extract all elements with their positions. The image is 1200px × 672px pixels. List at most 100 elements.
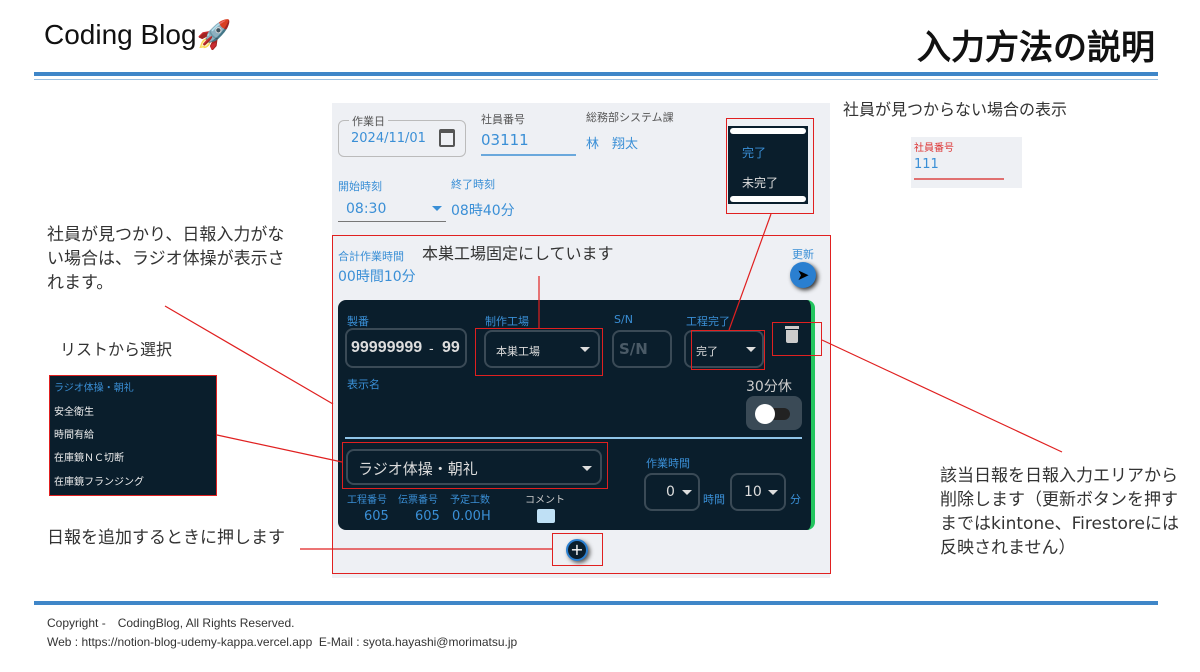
factory-label: 制作工場 [485, 315, 529, 328]
factory-select[interactable]: 本巣工場 [484, 330, 600, 368]
task-list-item[interactable]: 時間有給 [54, 430, 94, 441]
minutes-select[interactable]: 10 [730, 473, 786, 511]
leader-line [728, 213, 772, 331]
hours-select[interactable]: 0 [644, 473, 700, 511]
chevron-down-icon [682, 490, 692, 495]
planned-value: 0.00H [452, 509, 491, 524]
task-select[interactable]: ラジオ体操・朝礼 [346, 449, 602, 485]
seiban-dash: - [429, 340, 434, 356]
total-time-value: 00時間10分 [338, 269, 416, 285]
note-add: 日報を追加するときに押します [47, 528, 285, 548]
menu-edge [730, 128, 806, 134]
send-icon: ➤ [796, 266, 810, 284]
end-time-value: 08時40分 [451, 203, 515, 219]
note-delete: 該当日報を日報入力エリアから削除します（更新ボタンを押すまではkintone、F… [940, 466, 1179, 558]
not-found-value: 111 [914, 157, 939, 172]
page-title: 入力方法の説明 [917, 28, 1155, 68]
process-done-label: 工程完了 [686, 315, 730, 328]
card-divider [345, 437, 802, 439]
annotation-box-add [552, 533, 603, 566]
not-found-sample: 社員番号 111 [911, 137, 1022, 188]
planned-label: 予定工数 [450, 495, 490, 506]
note-list: リストから選択 [60, 340, 173, 359]
task-list-item[interactable]: 安全衛生 [54, 407, 94, 418]
process-done-value: 完了 [696, 345, 718, 358]
slip-no-value: 605 [415, 509, 440, 524]
brand: Coding Blog🚀 [44, 18, 231, 51]
employee-no-input[interactable]: 03111 [481, 130, 576, 156]
break-toggle[interactable] [746, 396, 802, 430]
annotation-box-process-done [691, 330, 765, 370]
end-time-label: 終了時刻 [451, 178, 495, 191]
process-done-select[interactable]: 完了 [684, 330, 764, 368]
update-button[interactable]: ➤ [790, 262, 816, 288]
hours-value: 0 [666, 484, 675, 500]
leader-line [821, 339, 1063, 453]
employee-no-value: 03111 [481, 131, 529, 149]
footer-contact: Web : https://notion-blog-udemy-kappa.ve… [47, 635, 518, 649]
header-rule [34, 72, 1158, 76]
menu-item-done[interactable]: 完了 [742, 146, 767, 160]
work-date-label: 作業日 [349, 113, 388, 129]
status-dropdown-menu: 完了 未完了 [728, 126, 808, 204]
start-time-label: 開始時刻 [338, 180, 382, 193]
header-rule-thin [34, 79, 1158, 80]
work-date-field[interactable]: 作業日 2024/11/01 [338, 113, 466, 157]
seiban-label: 製番 [347, 315, 369, 328]
sn-placeholder: S/N [619, 340, 648, 358]
seiban-input[interactable]: 99999999 - 99 [345, 328, 467, 368]
report-card [338, 300, 815, 530]
annotation-box-list [49, 375, 217, 496]
not-found-label: 社員番号 [914, 143, 954, 154]
annotation-box-task [342, 442, 608, 489]
calendar-icon[interactable] [439, 129, 455, 147]
leader-line [216, 434, 343, 463]
chevron-down-icon [746, 347, 756, 352]
error-underline [914, 178, 1004, 180]
work-date-value: 2024/11/01 [351, 131, 426, 146]
break-label: 30分休 [746, 379, 792, 395]
start-time-select[interactable]: 08:30 [338, 198, 446, 222]
minutes-value: 10 [744, 484, 762, 500]
employee-no-label: 社員番号 [481, 113, 525, 126]
trash-icon [786, 330, 798, 343]
chevron-down-icon [582, 466, 592, 471]
sn-input[interactable]: S/N [612, 330, 672, 368]
hours-unit: 時間 [703, 493, 725, 506]
update-label: 更新 [792, 248, 814, 261]
factory-value: 本巣工場 [496, 345, 540, 358]
not-found-title: 社員が見つからない場合の表示 [843, 100, 1068, 119]
brand-text: Coding Blog [44, 19, 197, 50]
process-no-label: 工程番号 [347, 495, 387, 506]
chevron-down-icon [580, 347, 590, 352]
menu-item-not-done[interactable]: 未完了 [742, 176, 779, 190]
sn-label: S/N [614, 313, 633, 326]
task-list: ラジオ体操・朝礼 安全衛生 時間有給 在庫鏡ＮＣ切断 在庫鏡フランジング [50, 375, 216, 495]
plus-icon: + [570, 540, 584, 559]
footer-rule [34, 601, 1158, 605]
annotation-box-delete [772, 322, 822, 356]
menu-edge [730, 196, 806, 202]
seiban-sub-value: 99 [442, 339, 460, 356]
seiban-value: 99999999 [351, 339, 423, 356]
annotation-box-factory [475, 328, 603, 376]
trash-lid [785, 326, 799, 329]
task-value: ラジオ体操・朝礼 [358, 460, 478, 478]
delete-button[interactable] [785, 326, 800, 343]
task-list-item[interactable]: 在庫鏡フランジング [54, 477, 144, 488]
chevron-down-icon [432, 206, 442, 211]
add-report-button[interactable]: + [566, 539, 588, 561]
leader-line [164, 305, 334, 405]
task-list-item[interactable]: ラジオ体操・朝礼 [54, 383, 134, 394]
comment-label: コメント [525, 495, 565, 506]
work-time-label: 作業時間 [646, 457, 690, 470]
comment-icon[interactable] [537, 509, 555, 523]
footer-copyright: Copyright - CodingBlog, All Rights Reser… [47, 616, 295, 630]
annotation-box-report-area [332, 235, 831, 574]
slip-no-label: 伝票番号 [398, 495, 438, 506]
task-list-item[interactable]: 在庫鏡ＮＣ切断 [54, 453, 124, 464]
start-time-value: 08:30 [346, 201, 387, 217]
display-name-label: 表示名 [347, 378, 380, 391]
annotation-box-dropdown [726, 118, 814, 214]
